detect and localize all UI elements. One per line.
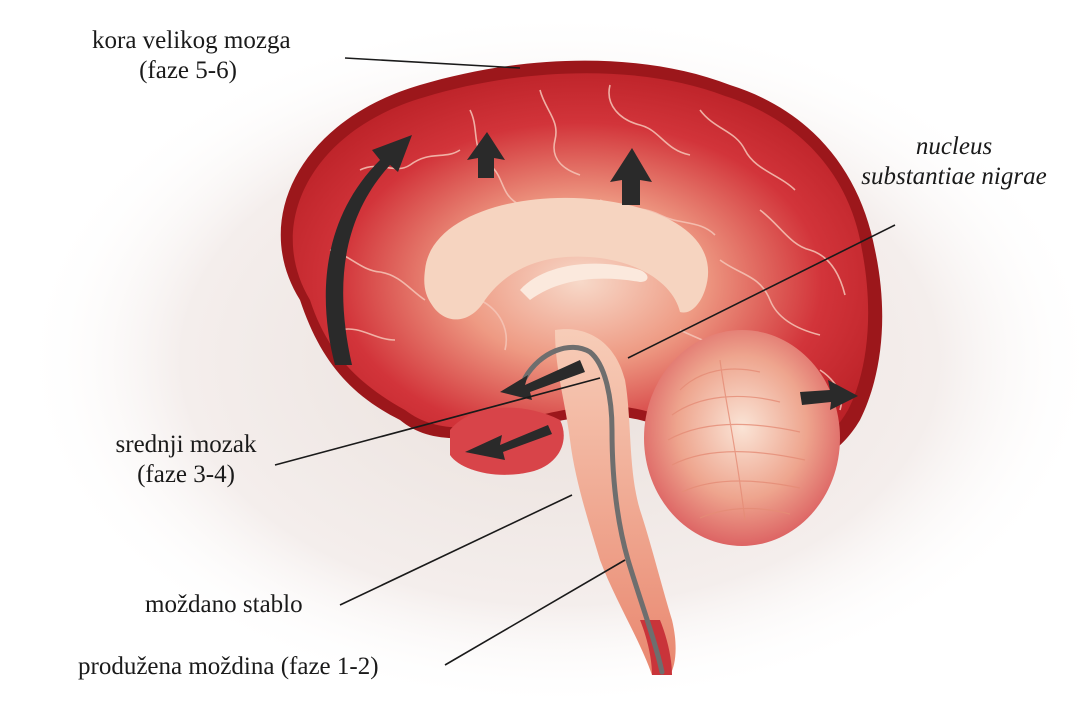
- label-cerebral-cortex: kora velikog mozga (faze 5-6): [92, 26, 284, 86]
- label-brainstem: moždano stablo: [145, 590, 303, 620]
- label-midbrain: srednji mozak (faze 3-4): [98, 430, 274, 490]
- label-nigra-line2: substantiae nigrae: [830, 162, 1078, 192]
- label-substantia-nigra: nucleus substantiae nigrae: [830, 132, 1078, 192]
- temporal-lobe: [450, 408, 564, 475]
- label-midbrain-stage: (faze 3-4): [98, 460, 274, 490]
- label-cortex-name: kora velikog mozga: [92, 26, 284, 56]
- label-medulla: produžena moždina (faze 1-2): [78, 652, 379, 682]
- cerebellum: [644, 330, 840, 546]
- label-midbrain-name: srednji mozak: [98, 430, 274, 460]
- label-nigra-line1: nucleus: [830, 132, 1078, 162]
- label-cortex-stage: (faze 5-6): [92, 56, 284, 86]
